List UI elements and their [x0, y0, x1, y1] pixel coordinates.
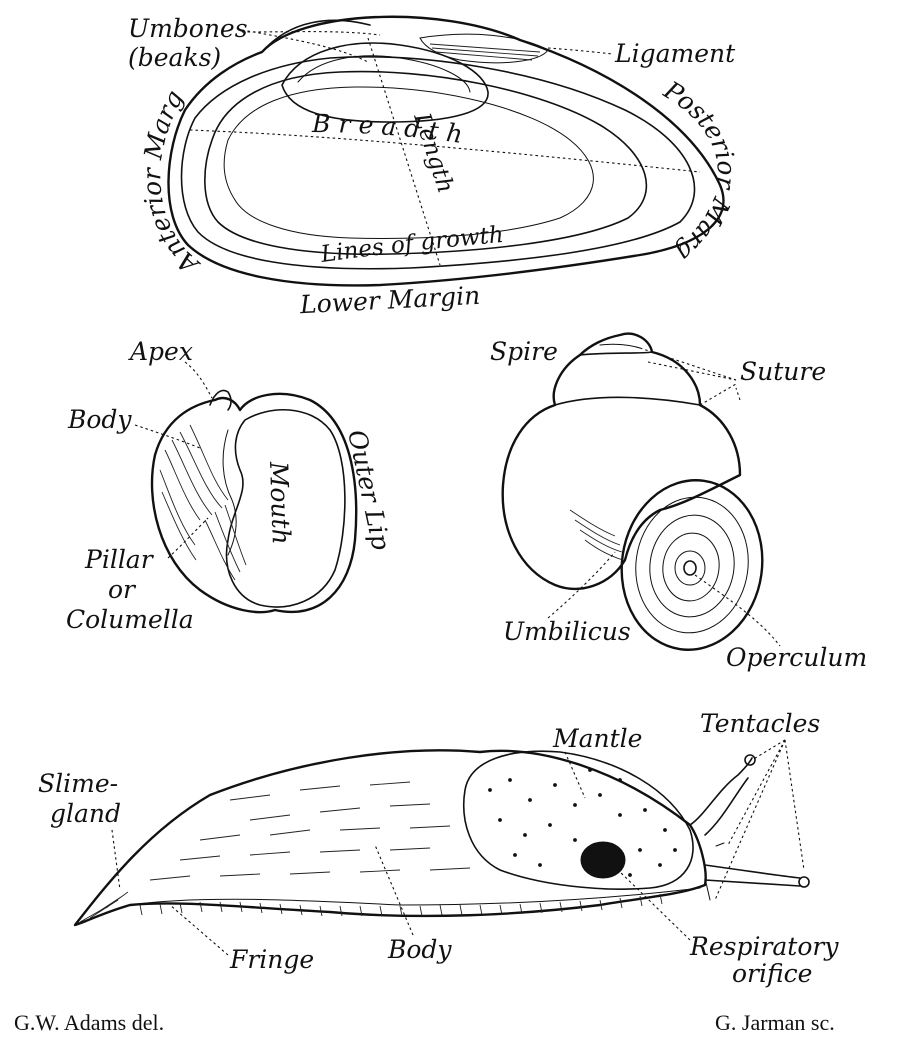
mantle-speckles — [488, 768, 677, 877]
snail-leader-lines — [547, 347, 781, 647]
snail-shell-drawing — [501, 332, 764, 651]
body-label: Body — [67, 405, 132, 434]
umbones-label: Umbones — [128, 14, 248, 43]
gland-label: gland — [50, 799, 121, 828]
outer-lip-label: Outer Lip — [342, 427, 396, 552]
ligament-label: Ligament — [614, 39, 736, 68]
slime-label: Slime- — [38, 769, 118, 798]
snail-shell-figure: Spire Suture Umbilicus Operculum — [490, 332, 867, 672]
apex-label: Apex — [128, 337, 193, 366]
columella-label: Columella — [66, 605, 194, 634]
engraver-credit: G. Jarman sc. — [715, 1010, 835, 1035]
fringe-label: Fringe — [229, 945, 314, 974]
operculum-label: Operculum — [726, 643, 867, 672]
or-label: or — [108, 575, 137, 604]
umbilicus-label: Umbilicus — [503, 617, 631, 646]
delineator-credit: G.W. Adams del. — [14, 1010, 164, 1035]
suture-label: Suture — [740, 357, 826, 386]
mussel-figure: Umbones (beaks) Ligament Anterior Margin… — [0, 0, 741, 319]
whelk-shell-drawing — [150, 389, 358, 614]
slug-leader-lines — [111, 739, 805, 956]
mouth-label: Mouth — [264, 460, 296, 545]
whelk-leader-lines — [134, 361, 213, 559]
whelk-shell-figure: Apex Body Mouth Outer Lip Pillar or Colu… — [66, 337, 396, 634]
beaks-label: (beaks) — [128, 43, 221, 72]
mantle-label: Mantle — [552, 724, 642, 753]
mussel-guide-lines — [189, 29, 701, 266]
mussel-shell — [167, 15, 725, 287]
orifice-label: orifice — [732, 959, 812, 988]
slug-figure: Mantle Tentacles Slime- gland Fringe Bod… — [38, 709, 839, 988]
lower-margin-label: Lower Margin — [298, 281, 481, 319]
slug-body-label: Body — [387, 935, 452, 964]
pillar-label: Pillar — [84, 545, 155, 574]
slug-drawing — [73, 749, 810, 927]
spire-label: Spire — [490, 337, 558, 366]
respiratory-label: Respiratory — [689, 932, 839, 961]
tentacles-label: Tentacles — [700, 709, 820, 738]
lines-of-growth-label: Lines of growth — [318, 222, 504, 268]
